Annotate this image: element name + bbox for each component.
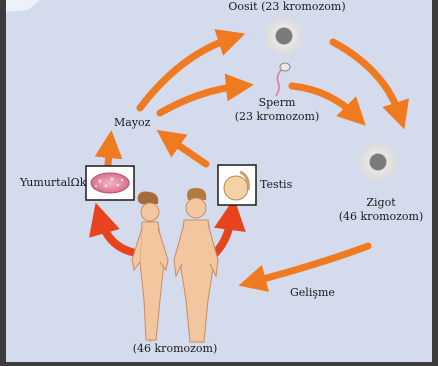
development-label: Gelişme: [290, 286, 335, 299]
mayoz-label: Mayoz: [114, 116, 150, 129]
left-frame: [0, 0, 6, 362]
sperm-label: Sperm: [222, 96, 332, 109]
right-frame: [432, 0, 438, 362]
sperm-chromosome-label: (23 kromozom): [222, 110, 332, 123]
zigot-chromosome-label: (46 kromozom): [330, 210, 432, 223]
zygote-cell-icon: [356, 140, 400, 184]
oosit-label: Oosit (23 kromozom): [222, 0, 352, 13]
ovary-icon: [86, 166, 134, 200]
testis-label: Testis: [260, 178, 292, 191]
yumurtalik-label: YumurtalΩk: [20, 176, 86, 189]
body-chromosome-label: (46 kromozom): [120, 342, 230, 355]
zigot-label: Zigot: [336, 196, 426, 209]
testis-icon: [218, 165, 256, 205]
egg-cell-icon: [262, 14, 306, 58]
arrow-ovary-to-mayoz: [108, 144, 110, 164]
